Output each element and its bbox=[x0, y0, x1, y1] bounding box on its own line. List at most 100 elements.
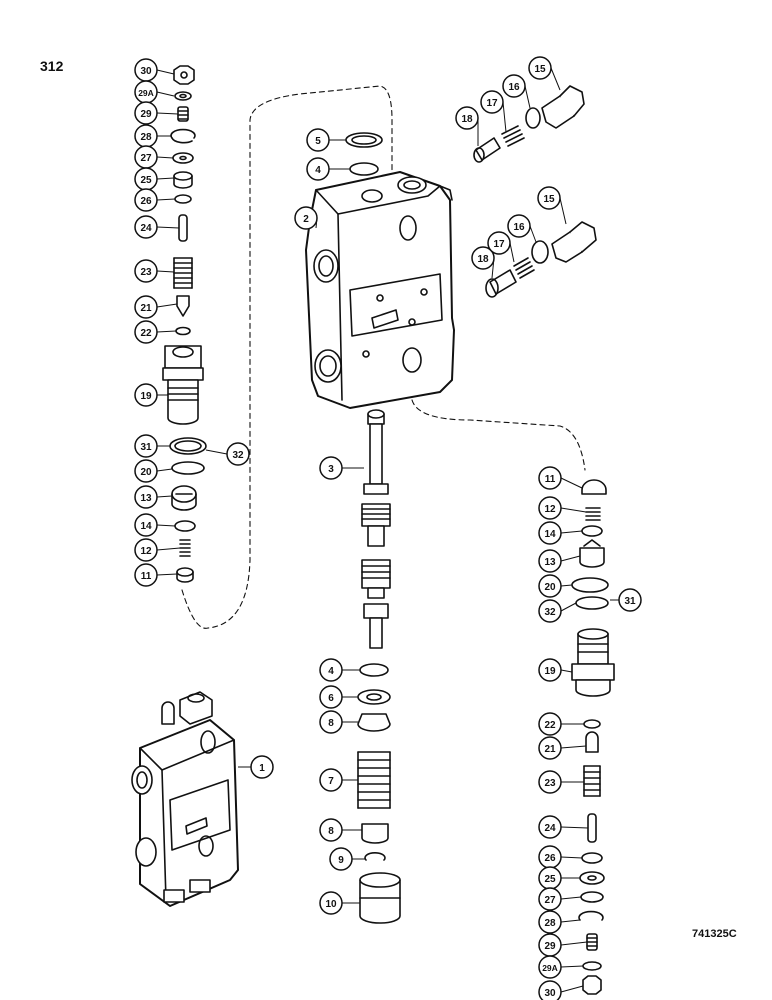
leader-line bbox=[156, 198, 176, 201]
callout-bubble bbox=[306, 157, 330, 181]
callout-bubble bbox=[134, 513, 158, 537]
callout-bubble bbox=[319, 891, 343, 915]
callout-bubble bbox=[538, 496, 562, 520]
callout-bubble bbox=[471, 246, 495, 270]
callout-label: 17 bbox=[486, 98, 498, 109]
callout-4: 4 bbox=[319, 658, 360, 682]
callout-label: 3 bbox=[328, 464, 334, 475]
callout-bubble bbox=[319, 685, 343, 709]
lower-relief-parts bbox=[485, 221, 597, 298]
callout-label: 22 bbox=[140, 328, 152, 339]
callout-label: 26 bbox=[544, 853, 556, 864]
callout-26: 26 bbox=[134, 188, 176, 212]
callout-label: 5 bbox=[315, 136, 321, 147]
leader-line bbox=[156, 468, 173, 472]
callout-label: 8 bbox=[328, 826, 334, 837]
callout-22: 22 bbox=[538, 712, 584, 736]
leader-line bbox=[550, 67, 561, 91]
upper-relief-parts bbox=[473, 85, 585, 163]
callout-label: 25 bbox=[140, 175, 152, 186]
callout-label: 18 bbox=[461, 114, 473, 125]
callout-bubble bbox=[226, 442, 250, 466]
callout-8: 8 bbox=[319, 710, 358, 734]
leader-line bbox=[560, 669, 573, 673]
callout-29A: 29A bbox=[538, 955, 584, 979]
callout-label: 15 bbox=[543, 194, 555, 205]
callout-label: 4 bbox=[328, 666, 334, 677]
callout-bubble bbox=[329, 847, 353, 871]
callout-31: 31 bbox=[134, 434, 170, 458]
callout-label: 29A bbox=[138, 88, 154, 98]
callout-14: 14 bbox=[134, 513, 176, 537]
callout-30: 30 bbox=[134, 58, 175, 82]
callout-label: 15 bbox=[534, 64, 546, 75]
callout-15: 15 bbox=[528, 56, 561, 91]
callout-19: 19 bbox=[538, 658, 573, 682]
callout-13: 13 bbox=[538, 549, 581, 573]
callout-label: 12 bbox=[140, 546, 152, 557]
leader-line bbox=[156, 573, 178, 576]
callout-25: 25 bbox=[134, 167, 175, 191]
callout-bubble bbox=[134, 434, 158, 458]
callout-13: 13 bbox=[134, 485, 173, 509]
callout-11: 11 bbox=[538, 466, 583, 490]
callout-label: 28 bbox=[544, 918, 556, 929]
leader-line bbox=[560, 602, 577, 612]
callout-32: 32 bbox=[538, 599, 577, 623]
callout-30: 30 bbox=[538, 980, 584, 1000]
callout-bubble bbox=[480, 90, 504, 114]
callout-bubble bbox=[319, 710, 343, 734]
callout-23: 23 bbox=[538, 770, 584, 794]
callout-bubble bbox=[134, 563, 158, 587]
leader-line bbox=[156, 303, 178, 308]
callout-bubble bbox=[134, 538, 158, 562]
leader-line bbox=[560, 919, 581, 923]
leader-line bbox=[156, 69, 175, 75]
callout-14: 14 bbox=[538, 521, 583, 545]
leader-line bbox=[524, 85, 531, 109]
leader-line bbox=[560, 745, 587, 749]
leader-line bbox=[560, 985, 584, 993]
callout-bubble bbox=[134, 485, 158, 509]
callout-3: 3 bbox=[319, 456, 364, 480]
callout-label: 13 bbox=[140, 493, 152, 504]
leader-line bbox=[560, 941, 588, 946]
callout-bubble bbox=[134, 188, 158, 212]
callout-label: 24 bbox=[140, 223, 152, 234]
left-column-parts bbox=[162, 65, 207, 583]
callout-27: 27 bbox=[134, 145, 174, 169]
callout-label: 4 bbox=[315, 165, 321, 176]
callout-label: 12 bbox=[544, 504, 556, 515]
callout-12: 12 bbox=[134, 538, 181, 562]
callout-4: 4 bbox=[306, 157, 350, 181]
callout-label: 8 bbox=[328, 718, 334, 729]
callout-label: 6 bbox=[328, 693, 334, 704]
callout-27: 27 bbox=[538, 887, 582, 911]
callout-label: 11 bbox=[141, 571, 152, 582]
callout-label: 9 bbox=[338, 855, 344, 866]
callout-label: 16 bbox=[508, 82, 520, 93]
callout-label: 20 bbox=[544, 582, 556, 593]
callout-bubble bbox=[538, 574, 562, 598]
callout-bubble bbox=[487, 231, 511, 255]
callout-bubble bbox=[250, 755, 274, 779]
callout-label: 24 bbox=[544, 823, 556, 834]
leader-line bbox=[529, 225, 537, 243]
callout-label: 27 bbox=[140, 153, 152, 164]
callout-label: 21 bbox=[544, 744, 556, 755]
callout-17: 17 bbox=[487, 231, 515, 263]
callout-label: 32 bbox=[232, 450, 244, 461]
callout-label: 21 bbox=[140, 303, 152, 314]
callout-label: 29 bbox=[544, 941, 556, 952]
callout-bubble bbox=[538, 466, 562, 490]
callout-18: 18 bbox=[471, 246, 495, 279]
callout-20: 20 bbox=[134, 459, 173, 483]
right-column-parts bbox=[571, 479, 615, 995]
callout-bubble bbox=[538, 736, 562, 760]
callout-bubble bbox=[306, 128, 330, 152]
callout-bubble bbox=[134, 101, 158, 125]
callout-bubble bbox=[319, 768, 343, 792]
callout-16: 16 bbox=[502, 74, 531, 109]
callout-label: 23 bbox=[140, 267, 152, 278]
callout-bubble bbox=[538, 599, 562, 623]
